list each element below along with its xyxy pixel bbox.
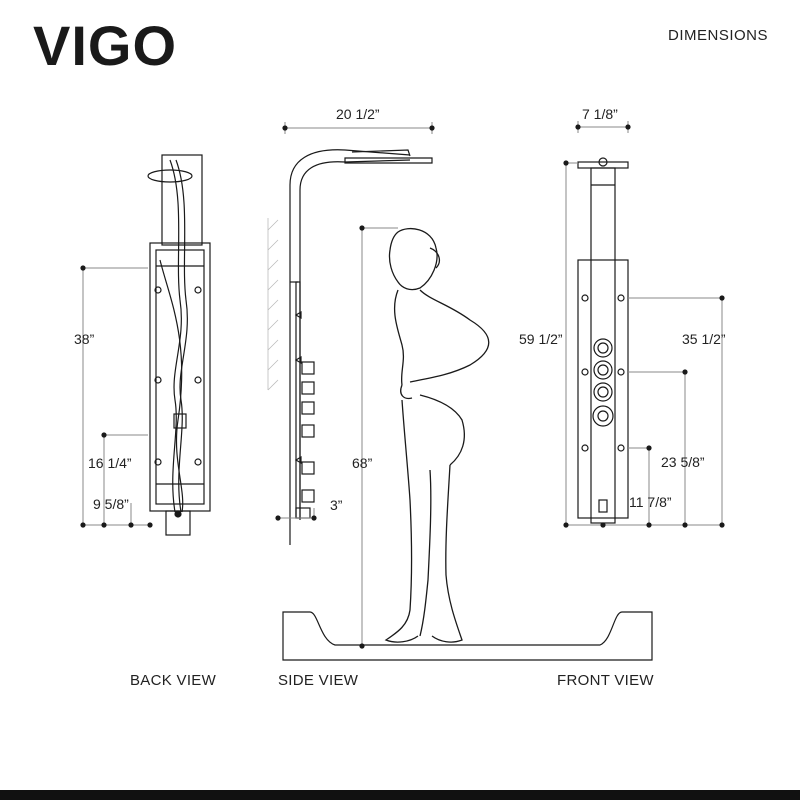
dim-front-low: 11 7/8” [629,494,672,510]
front-view-drawing [563,121,725,528]
back-view-label: BACK VIEW [130,672,217,689]
dim-front-mid: 23 5/8” [661,454,705,470]
bottom-bar [0,790,800,800]
vigo-logo: VIGO [33,14,178,77]
side-view-label: SIDE VIEW [278,672,359,689]
dim-person-height: 68” [352,455,373,471]
dim-front-total-height: 59 1/2” [519,331,563,347]
dim-back-lower: 16 1/4” [88,455,132,471]
page-title: DIMENSIONS [667,27,768,44]
front-view-label: FRONT VIEW [557,672,654,689]
dim-side-width: 20 1/2” [336,106,380,122]
dim-front-panel-height: 35 1/2” [682,331,726,347]
dim-front-width: 7 1/8” [582,106,618,122]
dim-side-depth: 3” [330,497,343,513]
dim-back-bottom: 9 5/8” [93,496,129,512]
dim-back-height: 38” [74,331,95,347]
side-view-drawing [267,122,653,661]
back-view-drawing [80,154,211,536]
